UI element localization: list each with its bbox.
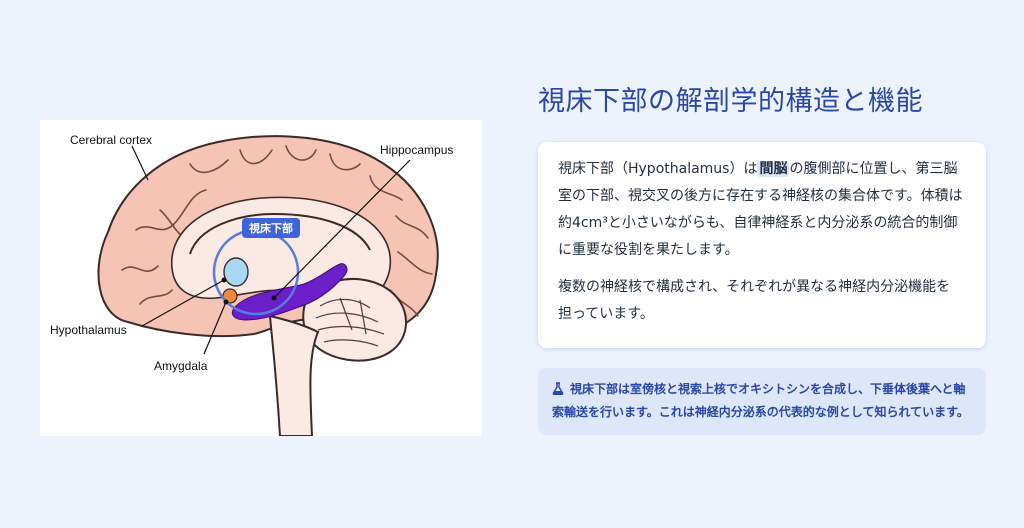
label-hypothalamus: Hypothalamus [50, 323, 127, 337]
hypothalamus-structure [223, 257, 249, 287]
term-highlight: 間脳 [757, 161, 790, 177]
hypothalamus-pointer [221, 277, 227, 283]
hippocampus-pointer [271, 295, 277, 301]
description-paragraph-2: 複数の神経核で構成され、それぞれが異なる神経内分泌機能を担っています。 [558, 279, 951, 322]
corpus-callosum [189, 212, 371, 255]
leader-lines [131, 145, 411, 355]
flask-icon [552, 381, 566, 402]
p1-before: 視床下部（Hypothalamus）は [558, 161, 758, 177]
highlight-tag: 視床下部 [248, 221, 293, 235]
content-panel: 視床下部の解剖学的構造と機能 視床下部（Hypothalamus）は間脳の腹側部… [538, 76, 986, 435]
amygdala-pointer [223, 299, 229, 305]
label-hippocampus: Hippocampus [380, 143, 453, 157]
note-box: 視床下部は室傍核と視索上核でオキシトシンを合成し、下垂体後葉へと軸索輸送を行いま… [538, 368, 986, 435]
brain-figure: Cerebral cortex Hippocampus Hypothalamus… [40, 120, 482, 436]
p1-after: の腹側部に位置し、第三脳室の下部、視交叉の後方に存在する神経核の集合体です。体積… [558, 161, 963, 258]
description-paragraph-1: 視床下部（Hypothalamus）は間脳の腹側部に位置し、第三脳室の下部、視交… [558, 156, 964, 264]
label-cerebral-cortex: Cerebral cortex [70, 133, 152, 147]
cerebellum-folds [315, 297, 385, 347]
brain-illustration: Cerebral cortex Hippocampus Hypothalamus… [50, 133, 453, 436]
note-text: 視床下部は室傍核と視索上核でオキシトシンを合成し、下垂体後葉へと軸索輸送を行いま… [552, 382, 969, 419]
page-title: 視床下部の解剖学的構造と機能 [538, 86, 923, 117]
cortex-folds [121, 145, 433, 317]
hippocampus-structure [231, 263, 348, 321]
label-amygdala: Amygdala [154, 359, 208, 373]
brainstem [268, 314, 320, 436]
description-card: 視床下部（Hypothalamus）は間脳の腹側部に位置し、第三脳室の下部、視交… [538, 142, 986, 348]
highlight-tag-bg [242, 218, 300, 238]
